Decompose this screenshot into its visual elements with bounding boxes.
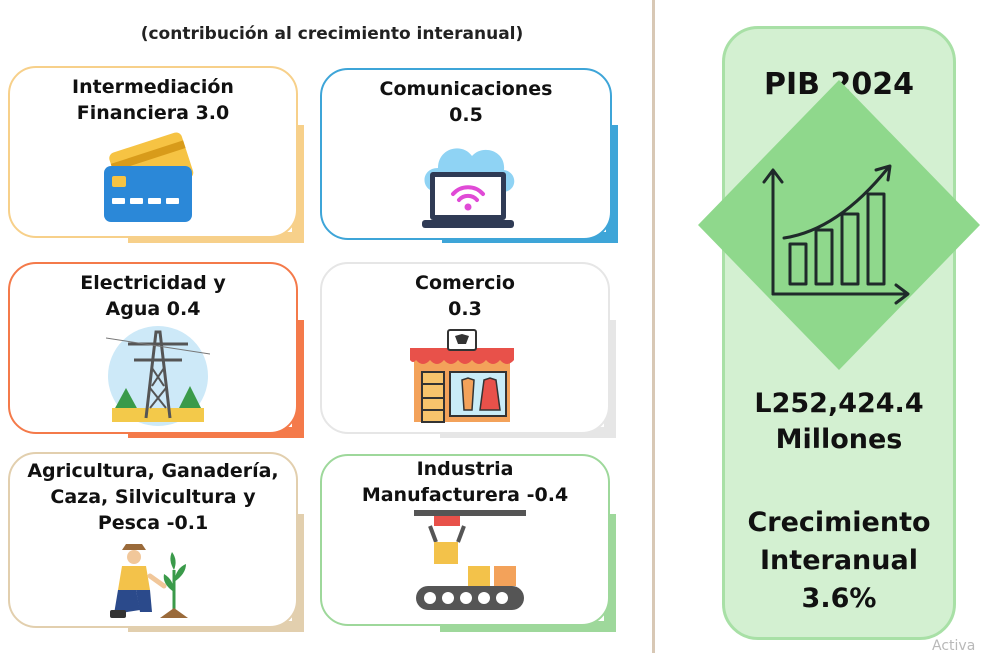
card-title-line: Comercio <box>415 272 515 294</box>
pib-growth-label-1: Crecimiento <box>747 507 931 538</box>
robot-arm-conveyor-icon <box>414 510 526 610</box>
card-shadow-bottom <box>440 621 616 632</box>
card-title: Intermediación Financiera 3.0 <box>10 74 296 126</box>
card-title-line: Comunicaciones <box>379 78 553 100</box>
card-title-line: Agua 0.4 <box>105 298 201 320</box>
pib-amount-value: L252,424.4 <box>754 388 924 419</box>
pib-amount-unit: Millones <box>775 424 903 455</box>
power-tower-icon <box>106 326 210 426</box>
farmer-plant-icon <box>110 544 188 618</box>
card-title: Electricidad y Agua 0.4 <box>10 270 296 322</box>
subtitle: (contribución al crecimiento interanual) <box>140 24 524 44</box>
card-title-line: Intermediación <box>72 76 234 98</box>
card-title-line: Industria <box>416 458 514 480</box>
card-title-line: Caza, Silvicultura y <box>50 486 256 508</box>
card-title-line: Agricultura, Ganadería, <box>27 460 279 482</box>
card-title-line: 0.5 <box>449 104 483 126</box>
cloud-laptop-wifi-icon <box>422 148 515 228</box>
card-title: Industria Manufacturera -0.4 <box>322 456 608 508</box>
pib-amount: L252,424.4 Millones <box>722 386 956 458</box>
card-title: Comunicaciones 0.5 <box>322 76 610 128</box>
pib-growth-value: 3.6% <box>801 583 877 614</box>
card-title: Comercio 0.3 <box>322 270 608 322</box>
card-comunicaciones: Comunicaciones 0.5 <box>320 68 612 240</box>
card-title-line: Financiera 3.0 <box>76 102 230 124</box>
card-industria-manufacturera: Industria Manufacturera -0.4 <box>320 454 610 626</box>
shop-icon <box>410 329 514 423</box>
pib-growth-label-2: Interanual <box>760 545 918 576</box>
card-title-line: 0.3 <box>448 298 482 320</box>
growth-chart-icon <box>698 80 980 370</box>
card-title-line: Electricidad y <box>80 272 226 294</box>
card-agricultura: Agricultura, Ganadería, Caza, Silvicultu… <box>8 452 298 628</box>
vertical-divider <box>652 0 655 653</box>
card-title-line: Manufacturera -0.4 <box>361 484 569 506</box>
watermark-text: Activa <box>932 638 976 654</box>
card-comercio: Comercio 0.3 <box>320 262 610 434</box>
card-electricidad-agua: Electricidad y Agua 0.4 <box>8 262 298 434</box>
card-title: Agricultura, Ganadería, Caza, Silvicultu… <box>10 458 296 536</box>
credit-card-icon <box>104 132 194 222</box>
card-intermediacion-financiera: Intermediación Financiera 3.0 <box>8 66 298 238</box>
card-title-line: Pesca -0.1 <box>97 512 209 534</box>
pib-growth: Crecimiento Interanual 3.6% <box>722 504 956 618</box>
